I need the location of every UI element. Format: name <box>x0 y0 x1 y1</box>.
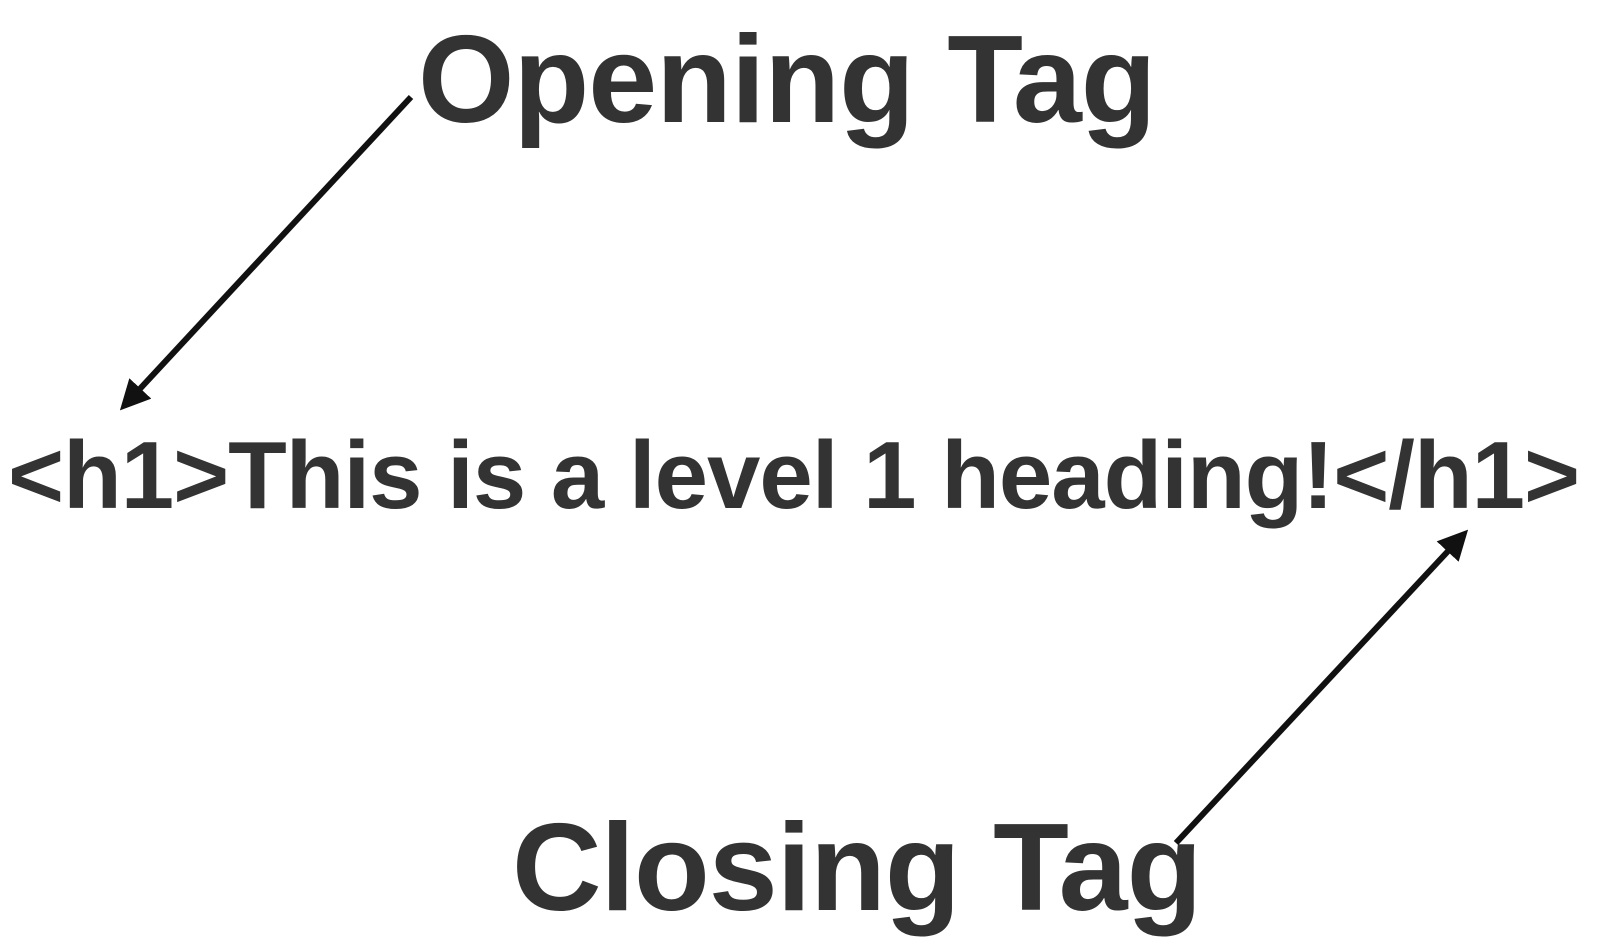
opening-tag-label: Opening Tag <box>418 11 1157 149</box>
closing-tag-code: </h1> <box>1333 422 1580 529</box>
opening-tag-arrow <box>119 94 414 411</box>
closing-tag-arrow <box>1173 529 1469 846</box>
opening-tag-code: <h1> <box>8 422 229 529</box>
html-code-line: <h1>This is a level 1 heading!</h1> <box>8 428 1580 524</box>
heading-content-code: This is a level 1 heading! <box>228 422 1334 529</box>
closing-tag-label: Closing Tag <box>512 799 1202 937</box>
